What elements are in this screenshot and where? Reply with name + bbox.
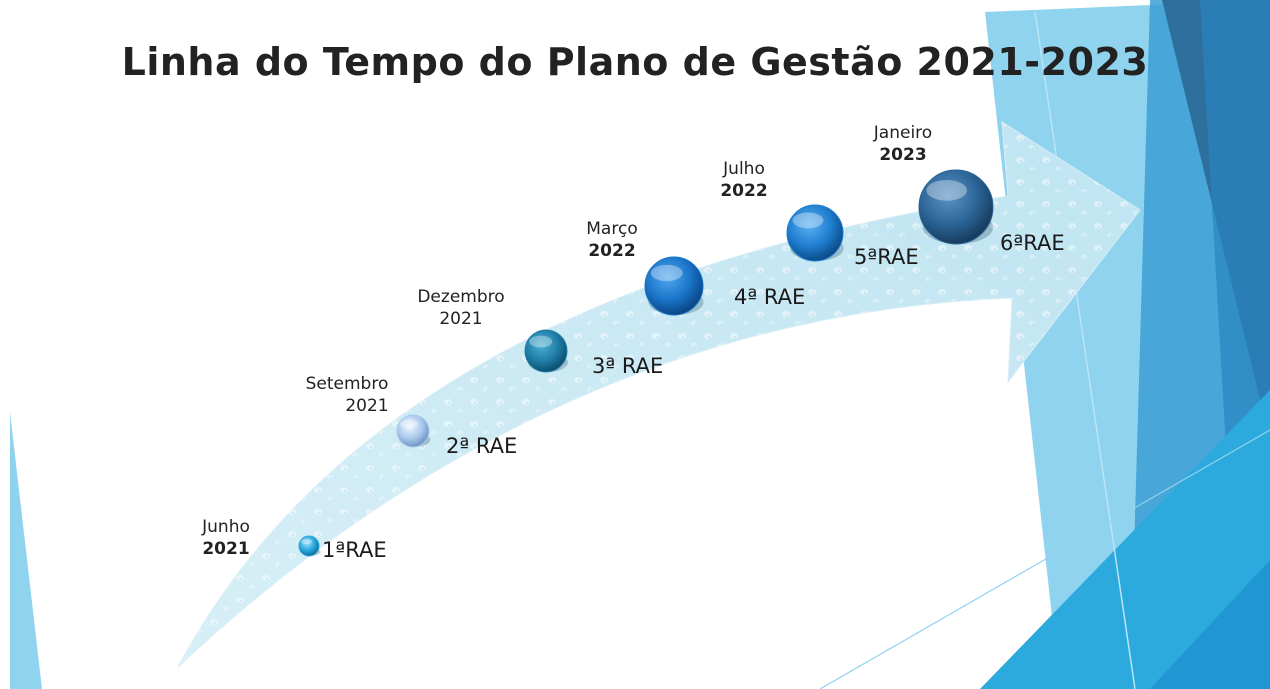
- milestone-label-4: 4ª RAE: [734, 285, 806, 309]
- milestone-date-6: Janeiro 2023: [858, 122, 948, 166]
- right-decorative-panels: [819, 0, 1270, 689]
- milestone-month-4: Março: [586, 219, 638, 239]
- milestone-node-4: [644, 256, 704, 316]
- milestone-year-2: 2021: [345, 396, 389, 416]
- milestone-date-2: Setembro 2021: [292, 373, 402, 417]
- milestone-year-3: 2021: [439, 309, 483, 329]
- milestone-node-5: [786, 204, 844, 262]
- page-title: Linha do Tempo do Plano de Gestão 2021-2…: [121, 40, 1149, 84]
- milestone-date-4: Março 2022: [572, 218, 652, 262]
- timeline-arrow: [177, 121, 1141, 668]
- milestone-label-2: 2ª RAE: [446, 434, 518, 458]
- milestone-node-2: [396, 414, 431, 448]
- left-accent-sliver: [10, 412, 42, 689]
- milestone-label-3: 3ª RAE: [592, 354, 664, 378]
- milestone-month-2: Setembro: [305, 374, 389, 394]
- milestone-month-6: Janeiro: [873, 123, 933, 143]
- milestone-node-6: [918, 169, 994, 245]
- milestone-year-6: 2023: [879, 145, 927, 165]
- milestone-date-5: Julho 2022: [704, 158, 784, 202]
- milestone-node-3: [524, 329, 568, 373]
- milestone-year-4: 2022: [588, 241, 636, 261]
- milestone-year-5: 2022: [720, 181, 768, 201]
- milestone-node-1: [298, 535, 321, 557]
- milestone-date-1: Junho 2021: [186, 516, 266, 560]
- milestone-month-1: Junho: [202, 517, 250, 537]
- milestone-label-5: 5ªRAE: [854, 245, 919, 269]
- milestone-label-1: 1ªRAE: [322, 538, 387, 562]
- milestone-label-6: 6ªRAE: [1000, 231, 1065, 255]
- milestone-month-5: Julho: [723, 159, 765, 179]
- milestone-date-3: Dezembro 2021: [406, 286, 516, 330]
- milestone-month-3: Dezembro: [417, 287, 505, 307]
- milestone-year-1: 2021: [202, 539, 250, 559]
